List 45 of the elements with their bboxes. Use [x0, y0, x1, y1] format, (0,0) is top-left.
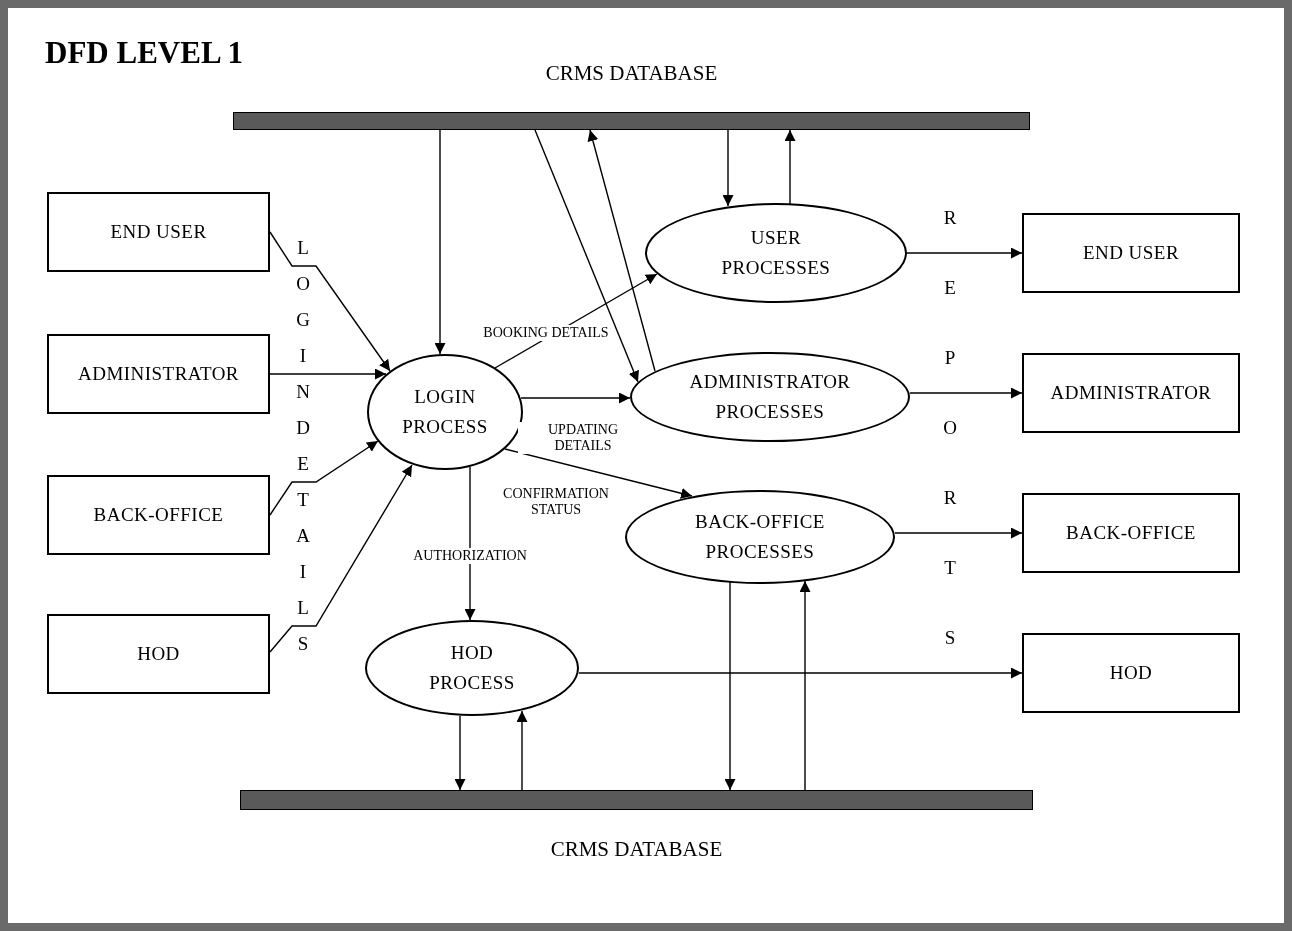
entity-box	[47, 334, 270, 414]
edge-label: AUTHORIZATION	[411, 548, 529, 564]
vertical-label: LOGIN DETAILS	[295, 236, 311, 656]
arrow	[724, 581, 736, 791]
arrow	[587, 129, 656, 372]
diagram-title: DFD LEVEL 1	[45, 34, 244, 72]
arrow	[434, 129, 446, 355]
vertical-label: REPORTS	[942, 206, 958, 650]
arrow	[520, 392, 631, 404]
entity-label: END USER	[1082, 240, 1180, 265]
process-label: LOGIN PROCESS	[401, 385, 489, 439]
arrow	[516, 710, 528, 791]
arrow	[784, 129, 796, 205]
entity-box	[47, 475, 270, 555]
arrow	[454, 715, 466, 791]
entity-label: HOD	[137, 641, 180, 666]
arrow	[269, 464, 413, 653]
data-store-label: CRMS DATABASE	[550, 835, 723, 863]
arrow	[269, 368, 387, 380]
arrow	[909, 387, 1023, 399]
arrow	[534, 129, 639, 383]
process-label: ADMINISTRATOR PROCESSES	[688, 370, 852, 424]
entity-box	[1022, 633, 1240, 713]
entity-box	[47, 192, 270, 272]
arrow	[269, 231, 391, 372]
entity-label: END USER	[110, 219, 207, 244]
process-label: HOD PROCESS	[428, 641, 516, 695]
process-label: BACK-OFFICE PROCESSES	[694, 510, 826, 564]
arrow	[578, 667, 1023, 679]
process-label: USER PROCESSES	[720, 226, 832, 280]
entity-label: HOD	[1109, 660, 1153, 685]
entity-box	[47, 614, 270, 694]
edge-label: BOOKING DETAILS	[481, 325, 611, 341]
entity-label: BACK-OFFICE	[1066, 520, 1196, 545]
arrow	[894, 527, 1023, 539]
entity-box	[1022, 213, 1240, 293]
entity-box	[1022, 353, 1240, 433]
arrow	[269, 440, 379, 516]
arrow	[906, 247, 1023, 259]
data-store-label: CRMS DATABASE	[545, 60, 718, 87]
entity-label: ADMINISTRATOR	[1050, 380, 1212, 405]
arrow	[504, 448, 693, 499]
entity-label: BACK-OFFICE	[93, 502, 224, 527]
entity-box	[1022, 493, 1240, 573]
entity-label: ADMINISTRATOR	[78, 361, 239, 386]
